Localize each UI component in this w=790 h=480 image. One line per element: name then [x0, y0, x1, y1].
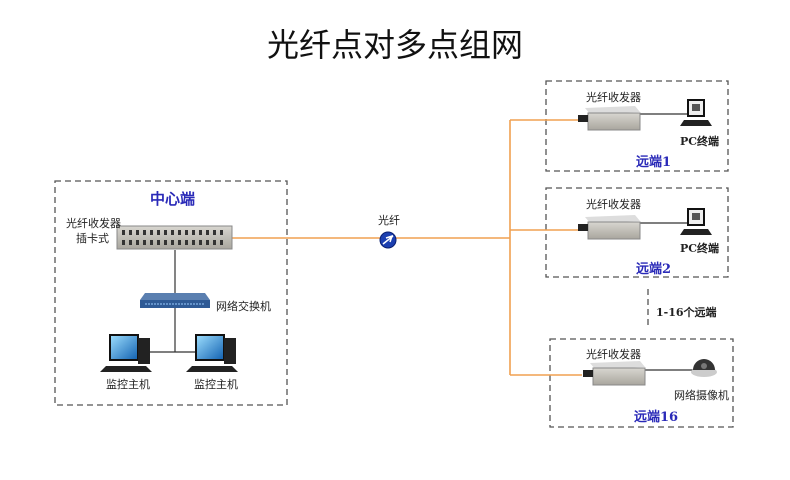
- remote-16-device-label: 网络摄像机: [674, 389, 729, 402]
- rack-transceiver-chassis: [116, 225, 233, 250]
- remote-2-name: 远端2: [636, 262, 672, 277]
- fiber-label: 光纤: [378, 214, 400, 227]
- chassis-label-1: 光纤收发器: [66, 217, 121, 230]
- chassis-label-2: 插卡式: [76, 232, 109, 245]
- remote-1-box: [545, 80, 729, 172]
- transceiver-2-icon: [578, 215, 641, 240]
- switch-label: 网络交换机: [216, 300, 271, 313]
- pc-terminal-1-icon: [680, 99, 712, 126]
- remote-2-transceiver-label: 光纤收发器: [586, 198, 641, 211]
- fiber-lines: [232, 119, 582, 376]
- remote-2-box: [545, 187, 729, 278]
- remote-16-box: [549, 338, 734, 428]
- center-heading: 中心端: [150, 190, 196, 208]
- fiber-optic-icon: [379, 231, 397, 249]
- remote-16-name: 远端16: [634, 410, 679, 425]
- range-label: 1-16个远端: [656, 306, 717, 319]
- host-label-2: 监控主机: [194, 378, 238, 391]
- diagram-title: 光纤点对多点组网: [266, 26, 523, 64]
- network-switch-icon: [140, 293, 210, 308]
- remote-1-transceiver-label: 光纤收发器: [586, 91, 641, 104]
- network-camera-icon: [691, 359, 717, 377]
- remote-2-device-label: PC终端: [680, 242, 720, 255]
- monitor-host-2-icon: [186, 334, 238, 372]
- transceiver-1-icon: [578, 106, 641, 131]
- remote-1-name: 远端1: [636, 155, 672, 170]
- host-label-1: 监控主机: [106, 378, 150, 391]
- monitor-host-1-icon: [100, 334, 152, 372]
- center-site-box: [54, 180, 288, 406]
- pc-terminal-2-icon: [680, 208, 712, 235]
- transceiver-16-icon: [583, 361, 646, 386]
- remote-1-device-label: PC终端: [680, 135, 720, 148]
- remote-16-transceiver-label: 光纤收发器: [586, 348, 641, 361]
